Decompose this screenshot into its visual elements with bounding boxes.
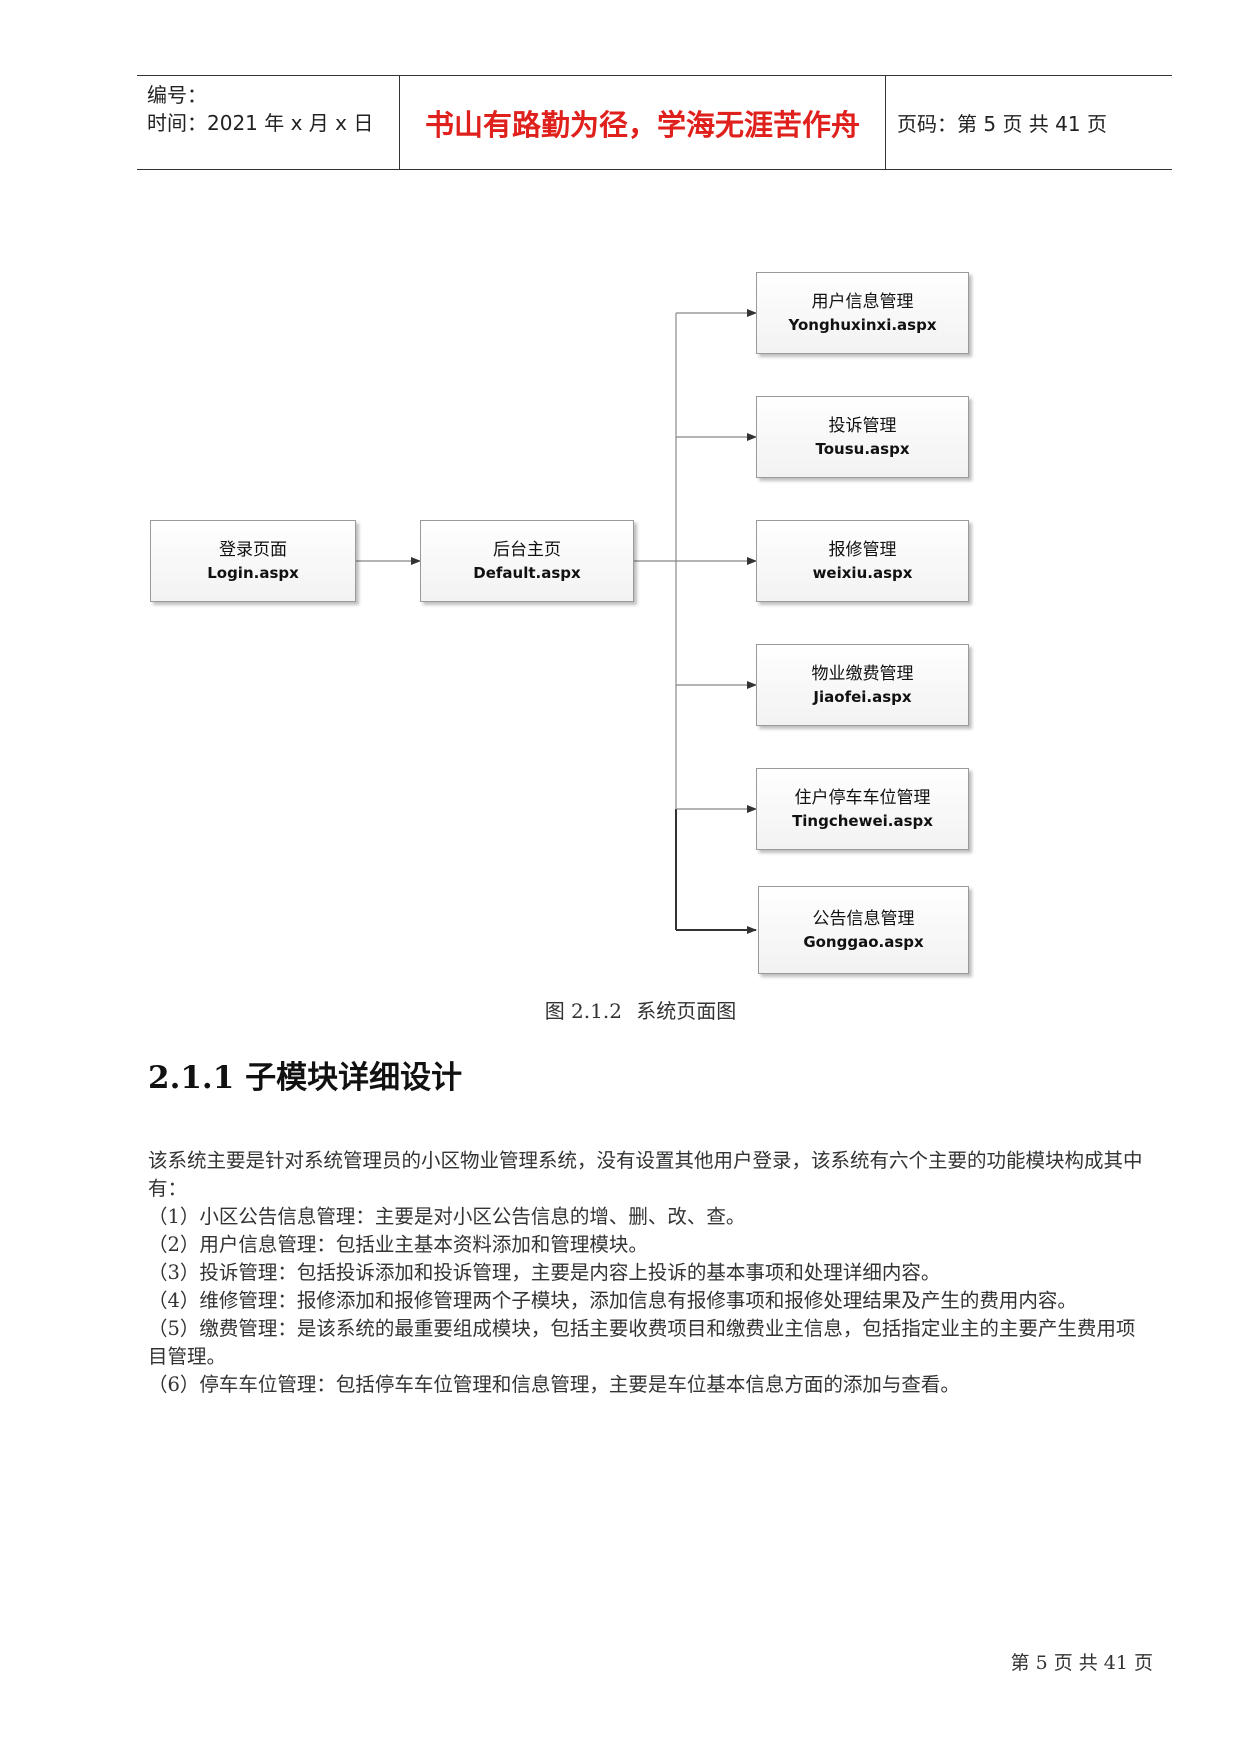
page-header: 编号： 时间：2021 年 x 月 x 日 书山有路勤为径，学海无涯苦作舟 页码… (137, 75, 1172, 170)
node-weixiu-zh: 报修管理 (828, 540, 897, 560)
node-jiaofei-en: Jiaofei.aspx (813, 688, 912, 706)
node-default-en: Default.aspx (473, 564, 581, 582)
node-weixiu: 报修管理 weixiu.aspx (756, 520, 969, 602)
node-weixiu-en: weixiu.aspx (812, 564, 913, 582)
body-item-2: （2）用户信息管理：包括业主基本资料添加和管理模块。 (148, 1233, 648, 1256)
page-footer: 第 5 页 共 41 页 (1010, 1652, 1153, 1674)
node-gonggao-en: Gonggao.aspx (803, 933, 924, 951)
header-number-label: 编号： (147, 83, 207, 107)
body-item-5: （5）缴费管理：是该系统的最重要组成模块，包括主要收费项目和缴费业主信息，包括指… (148, 1317, 1136, 1368)
system-page-diagram: 登录页面 Login.aspx 后台主页 Default.aspx 用户信息管理… (150, 272, 969, 974)
body-item-6: （6）停车车位管理：包括停车车位管理和信息管理，主要是车位基本信息方面的添加与查… (148, 1373, 960, 1396)
node-login-en: Login.aspx (207, 564, 299, 582)
body-item-4: （4）维修管理：报修添加和报修管理两个子模块，添加信息有报修事项和报修处理结果及… (148, 1289, 1077, 1312)
body-item-3: （3）投诉管理：包括投诉添加和投诉管理，主要是内容上投诉的基本事项和处理详细内容… (148, 1261, 941, 1284)
node-tousu-en: Tousu.aspx (815, 440, 910, 458)
section-title: 2.1.1 子模块详细设计 (148, 1060, 463, 1096)
header-time-label: 时间：2021 年 x 月 x 日 (147, 111, 374, 135)
figure-caption-number: 图 2.1.2 (544, 999, 622, 1023)
node-default: 后台主页 Default.aspx (420, 520, 634, 602)
node-gonggao-zh: 公告信息管理 (812, 909, 915, 929)
figure-caption-text: 系统页面图 (636, 999, 737, 1023)
diagram-connectors (356, 309, 757, 934)
node-yonghuxinxi-zh: 用户信息管理 (811, 292, 914, 312)
node-tousu-zh: 投诉管理 (828, 416, 897, 436)
figure-caption: 图 2.1.2 系统页面图 (0, 995, 1241, 1024)
node-default-zh: 后台主页 (493, 540, 561, 560)
body-item-1: （1）小区公告信息管理：主要是对小区公告信息的增、删、改、查。 (148, 1205, 746, 1228)
header-info-cell: 编号： 时间：2021 年 x 月 x 日 (137, 76, 400, 169)
node-tingchewei-en: Tingchewei.aspx (792, 812, 933, 830)
node-tousu: 投诉管理 Tousu.aspx (756, 396, 969, 478)
node-gonggao: 公告信息管理 Gonggao.aspx (758, 886, 969, 974)
node-login: 登录页面 Login.aspx (150, 520, 356, 602)
node-jiaofei: 物业缴费管理 Jiaofei.aspx (756, 644, 969, 726)
node-tingchewei: 住户停车车位管理 Tingchewei.aspx (756, 768, 969, 850)
node-jiaofei-zh: 物业缴费管理 (811, 664, 914, 684)
body-intro: 该系统主要是针对系统管理员的小区物业管理系统，没有设置其他用户登录，该系统有六个… (148, 1149, 1143, 1200)
node-yonghuxinxi-en: Yonghuxinxi.aspx (788, 316, 937, 334)
header-page-label: 页码：第 5 页 共 41 页 (897, 112, 1107, 136)
header-motto: 书山有路勤为径，学海无涯苦作舟 (400, 76, 886, 169)
body-text: 该系统主要是针对系统管理员的小区物业管理系统，没有设置其他用户登录，该系统有六个… (148, 1147, 1153, 1399)
node-yonghuxinxi: 用户信息管理 Yonghuxinxi.aspx (756, 272, 969, 354)
node-login-zh: 登录页面 (219, 540, 287, 560)
node-tingchewei-zh: 住户停车车位管理 (794, 788, 931, 808)
